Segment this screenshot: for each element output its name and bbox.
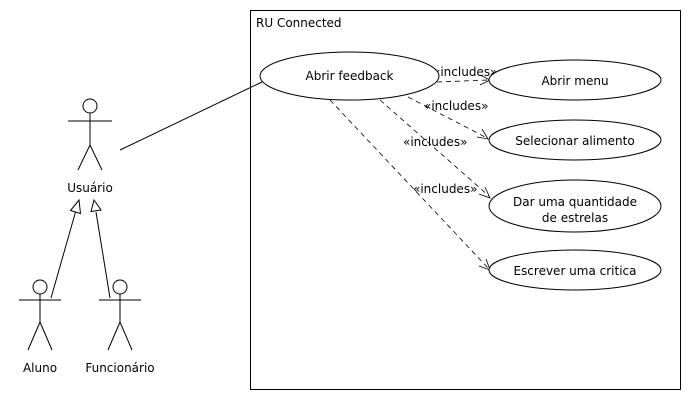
system-boundary xyxy=(250,10,681,390)
include-selecionar-alimento xyxy=(407,96,489,140)
use-case-selecionar-alimento-label: Selecionar alimento xyxy=(515,134,634,148)
use-case-escrever-critica[interactable]: Escrever uma critica xyxy=(488,249,662,291)
generalization-funcionario-usuario xyxy=(90,198,111,299)
include-label-dar-quantidade: «includes» xyxy=(403,135,467,149)
use-case-abrir-feedback[interactable]: Abrir feedback xyxy=(259,51,440,101)
use-case-dar-quantidade-label-line1: Dar uma quantidade xyxy=(513,195,637,209)
include-label-abrir-menu: «includes» xyxy=(433,65,497,79)
include-label-selecionar-alimento: «includes» xyxy=(424,99,488,113)
use-case-abrir-feedback-label: Abrir feedback xyxy=(306,69,394,83)
generalization-aluno-usuario xyxy=(50,198,82,299)
actor-funcionario-label: Funcionário xyxy=(85,361,154,375)
use-case-dar-quantidade-label-line2: de estrelas xyxy=(542,211,608,225)
generalization-arrowhead xyxy=(69,198,82,215)
actor-aluno-label: Aluno xyxy=(23,361,57,375)
actor-aluno-head xyxy=(32,279,48,295)
association-usuario-abrir-feedback xyxy=(119,81,263,151)
actor-usuario-head xyxy=(82,98,98,114)
use-case-selecionar-alimento[interactable]: Selecionar alimento xyxy=(488,119,662,161)
use-case-dar-quantidade-estrelas[interactable]: Dar uma quantidade de estrelas xyxy=(488,179,662,233)
include-dar-quantidade xyxy=(379,99,491,199)
actor-usuario-label: Usuário xyxy=(67,181,113,195)
generalization-arrowhead xyxy=(90,198,102,213)
actor-usuario xyxy=(68,98,112,171)
use-case-escrever-critica-label: Escrever uma critica xyxy=(513,264,636,278)
use-case-abrir-menu[interactable]: Abrir menu xyxy=(488,59,662,101)
system-title: RU Connected xyxy=(256,16,342,30)
actor-funcionario xyxy=(99,279,141,351)
use-case-abrir-menu-label: Abrir menu xyxy=(541,74,608,88)
include-label-escrever-critica: «includes» xyxy=(413,182,477,196)
actor-aluno xyxy=(19,279,61,351)
actor-funcionario-head xyxy=(112,279,128,295)
